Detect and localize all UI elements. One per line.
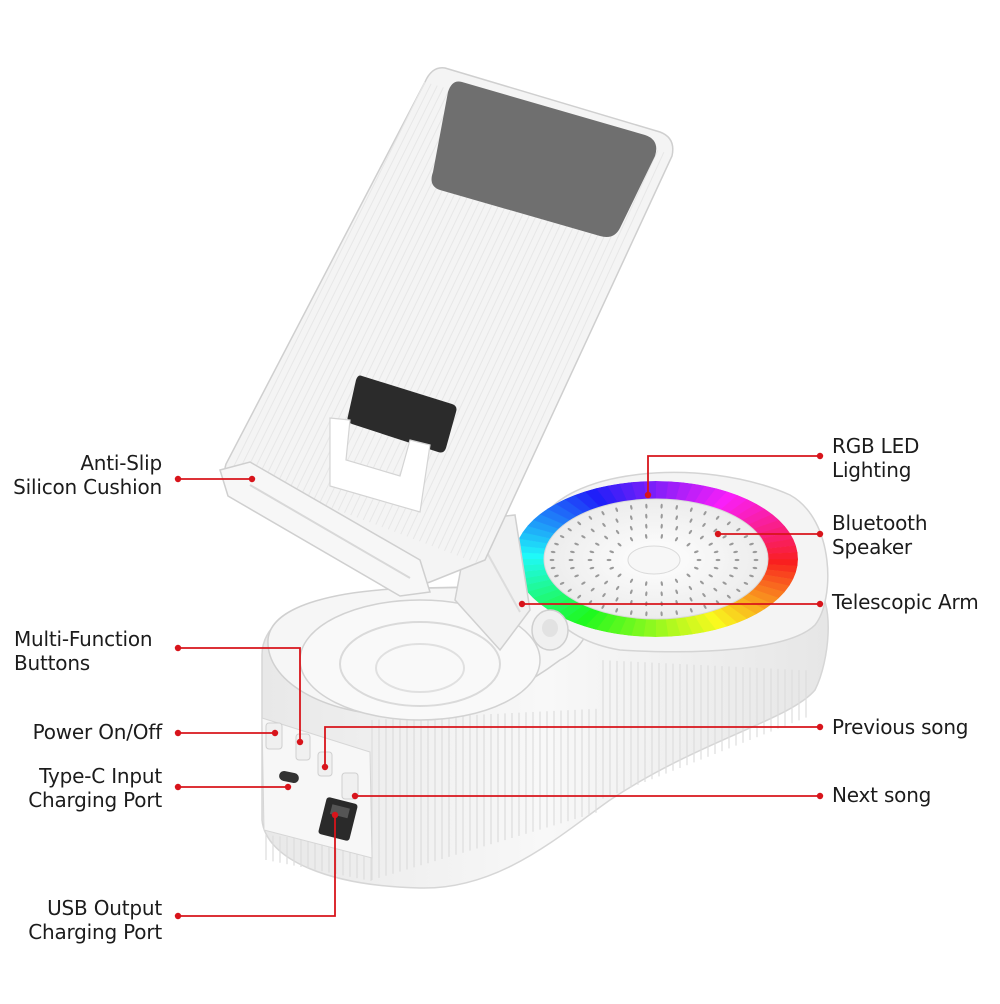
callout-dot <box>351 792 359 800</box>
callout-dot <box>816 530 824 538</box>
callout-dot <box>644 491 652 499</box>
control-panel <box>261 717 373 859</box>
label-next-song: Next song <box>832 783 932 807</box>
callout-multi-function <box>178 647 301 742</box>
callout-dot <box>174 475 182 483</box>
callout-dot <box>174 783 182 791</box>
rgb-led-ring <box>514 481 798 637</box>
callout-dot <box>816 792 824 800</box>
callout-dot <box>816 723 824 731</box>
type-c-port <box>279 770 299 784</box>
charging-disc <box>299 599 541 721</box>
callout-dot <box>284 783 292 791</box>
callout-rgb <box>647 455 820 495</box>
callout-dot <box>174 912 182 920</box>
speaker-housing <box>514 471 829 653</box>
label-telescopic: Telescopic Arm <box>832 590 979 614</box>
callout-previous <box>324 726 820 767</box>
callout-dot <box>816 452 824 460</box>
label-power: Power On/Off <box>32 720 163 744</box>
callout-dot <box>296 738 304 746</box>
callout-dot <box>816 600 824 608</box>
callout-dot <box>271 729 279 737</box>
callout-dot <box>518 600 526 608</box>
center-slot <box>347 375 457 453</box>
callout-dot <box>714 530 722 538</box>
top-pad <box>431 81 657 237</box>
play-button[interactable] <box>295 733 311 761</box>
callout-lines <box>178 455 820 917</box>
label-previous-song: Previous song <box>832 715 969 739</box>
callout-dots <box>174 452 824 920</box>
callout-dot <box>331 811 339 819</box>
callout-usb <box>178 815 336 917</box>
phone-holder <box>219 67 674 597</box>
callout-dot <box>321 763 329 771</box>
callout-dot <box>174 729 182 737</box>
callout-dot <box>174 644 182 652</box>
callout-dot <box>248 475 256 483</box>
next-song-button[interactable] <box>341 772 359 800</box>
